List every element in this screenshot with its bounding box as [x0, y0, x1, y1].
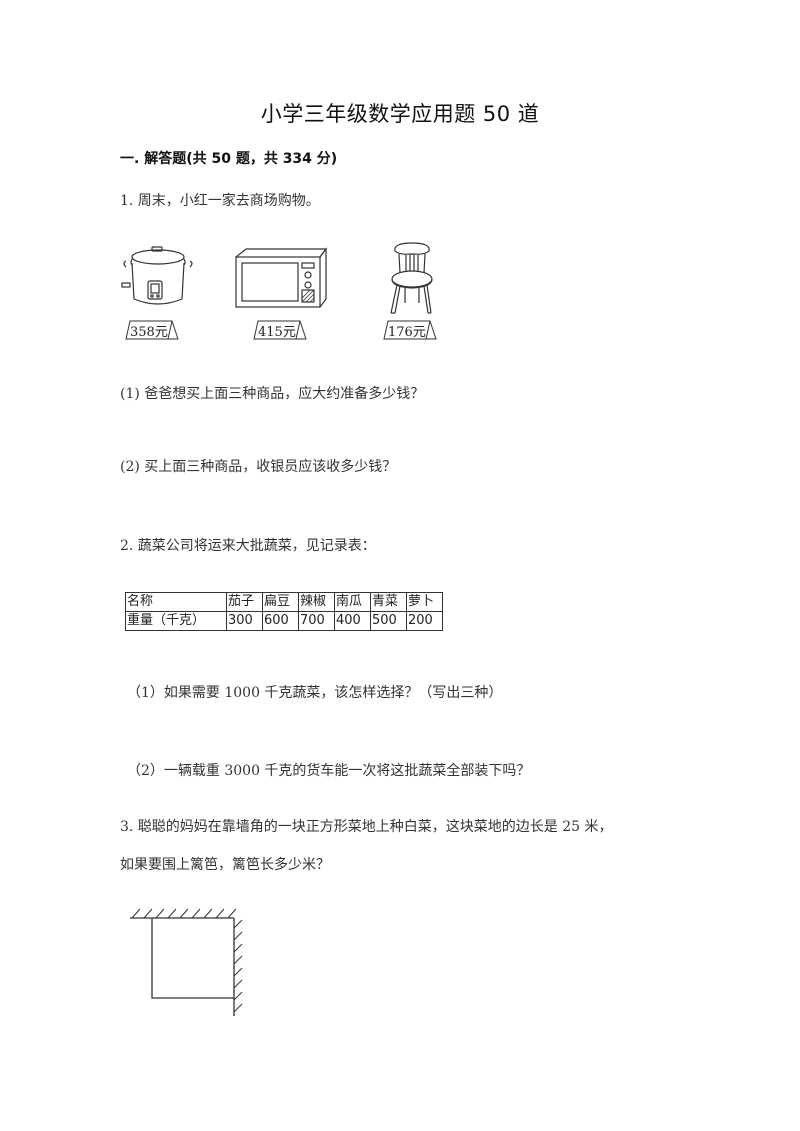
table-header-cell: 重量（千克）: [125, 611, 227, 631]
price-tag-chair: 176元: [380, 320, 440, 340]
table-header-cell: 名称: [125, 592, 227, 612]
table-cell: 萝卜: [406, 592, 443, 612]
chair-icon: [385, 241, 439, 317]
question-1-sub-1: (1) 爸爸想买上面三种商品，应大约准备多少钱？: [120, 386, 425, 402]
price-tag-rice-cooker: 358元: [122, 320, 182, 340]
vegetable-weight-table: 名称 茄子 扁豆 辣椒 南瓜 青菜 萝卜 重量（千克） 300 600 700 …: [125, 592, 443, 631]
question-3-line-2: 如果要围上篱笆，篱笆长多少米？: [120, 857, 330, 873]
price-chair: 176元: [388, 325, 426, 340]
rice-cooker-icon: [118, 243, 198, 315]
question-2-sub-1: （1）如果需要 1000 千克蔬菜，该怎样选择？（写出三种）: [127, 685, 503, 701]
table-cell: 600: [262, 611, 299, 631]
section-heading: 一. 解答题(共 50 题，共 334 分): [120, 151, 338, 167]
table-cell: 南瓜: [334, 592, 371, 612]
square-plot-figure: [128, 906, 244, 1016]
table-row: 名称 茄子 扁豆 辣椒 南瓜 青菜 萝卜: [125, 592, 443, 612]
table-cell: 青菜: [370, 592, 407, 612]
price-tag-microwave: 415元: [250, 320, 310, 340]
table-cell: 茄子: [226, 592, 263, 612]
price-rice-cooker: 358元: [130, 325, 168, 340]
price-microwave: 415元: [258, 325, 296, 340]
table-cell: 扁豆: [262, 592, 299, 612]
table-cell: 200: [406, 611, 443, 631]
table-cell: 400: [334, 611, 371, 631]
table-cell: 300: [226, 611, 263, 631]
table-cell: 700: [298, 611, 335, 631]
page-title: 小学三年级数学应用题 50 道: [260, 102, 540, 126]
table-cell: 辣椒: [298, 592, 335, 612]
table-cell: 500: [370, 611, 407, 631]
question-2-text: 2. 蔬菜公司将运来大批蔬菜，见记录表：: [120, 538, 376, 554]
question-3-line-1: 3. 聪聪的妈妈在靠墙角的一块正方形菜地上种白菜，这块菜地的边长是 25 米，: [120, 819, 613, 835]
question-2-sub-2: （2）一辆载重 3000 千克的货车能一次将这批蔬菜全部装下吗？: [127, 763, 531, 779]
table-row: 重量（千克） 300 600 700 400 500 200: [125, 611, 443, 631]
question-1-sub-2: (2) 买上面三种商品，收银员应该收多少钱？: [120, 459, 397, 475]
question-1-text: 1. 周末，小红一家去商场购物。: [120, 193, 320, 209]
microwave-icon: [230, 247, 330, 309]
